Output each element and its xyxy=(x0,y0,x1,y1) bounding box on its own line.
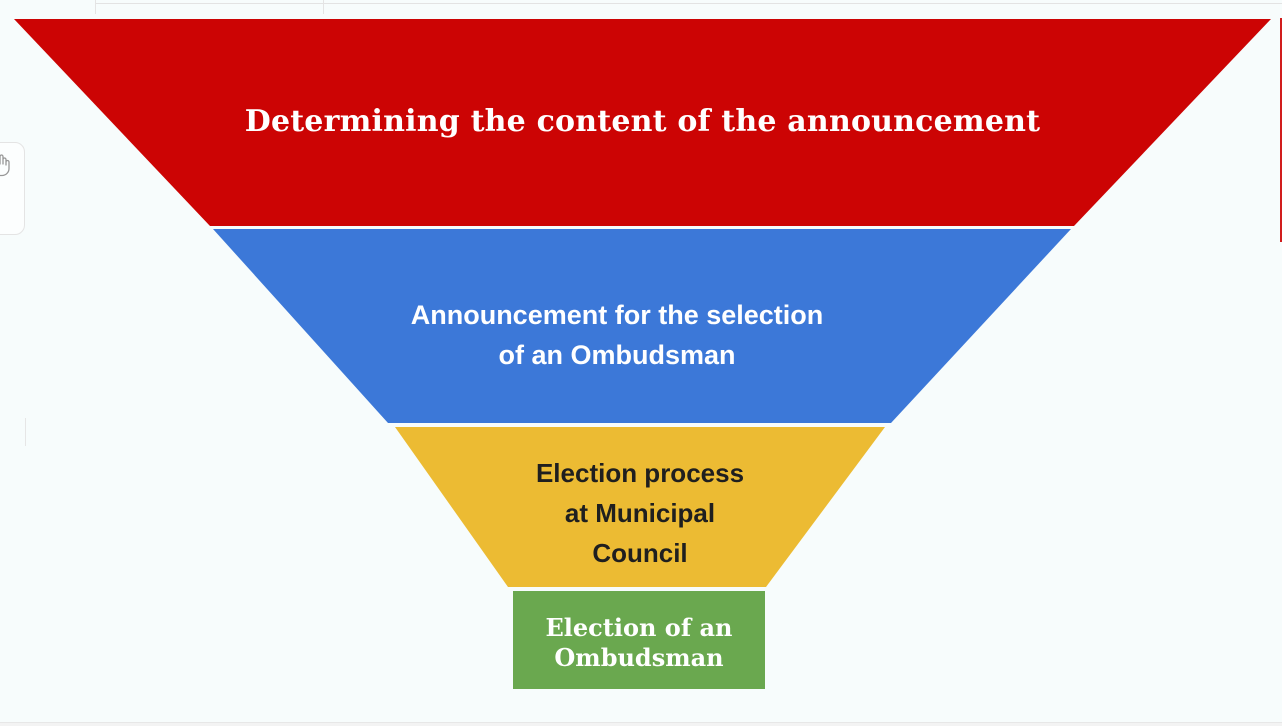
clipped-shape-sliver xyxy=(1280,18,1282,242)
funnel-level-4-label: Election of an Ombudsman xyxy=(545,613,733,672)
top-toolbar-divider xyxy=(95,3,1282,4)
funnel-level-2-label: Announcement for the selection of an Omb… xyxy=(410,300,824,370)
funnel-level-4-shape[interactable]: Election of an Ombudsman xyxy=(513,591,765,689)
left-toolbar-panel[interactable] xyxy=(0,142,25,235)
funnel-level-2-shape[interactable]: Announcement for the selection of an Omb… xyxy=(213,229,1071,423)
funnel-level-1-shape[interactable]: Determining the content of the announcem… xyxy=(14,19,1271,226)
bottom-status-strip xyxy=(0,722,1282,726)
top-toolbar-tick xyxy=(323,0,324,14)
funnel-level-3-label: Election process at Municipal Council xyxy=(535,458,745,568)
top-toolbar-tick xyxy=(95,0,96,14)
grab-hand-icon[interactable] xyxy=(0,152,13,178)
left-toolbar-panel-edge xyxy=(25,418,26,446)
funnel-level-1-label: Determining the content of the announcem… xyxy=(244,104,1041,139)
funnel-level-3-shape[interactable]: Election process at Municipal Council xyxy=(395,427,885,587)
